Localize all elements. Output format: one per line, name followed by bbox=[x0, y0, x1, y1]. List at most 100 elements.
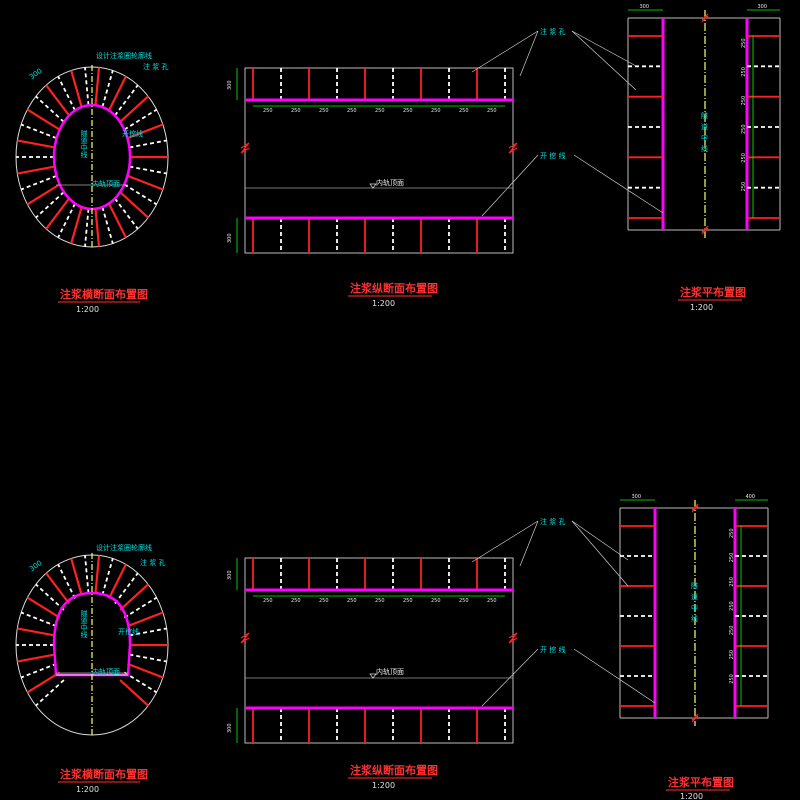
grout-hole bbox=[20, 123, 57, 140]
grout-hole bbox=[114, 572, 139, 605]
tunnel-center-label: 隧道中线 bbox=[80, 609, 88, 638]
bottom-dim: 300 bbox=[227, 723, 233, 733]
spacing-dim: 250 bbox=[487, 598, 497, 604]
cross-section-title: 注浆横断面布置图 bbox=[60, 767, 148, 781]
longitudinal-scale: 1:200 bbox=[372, 299, 395, 308]
spacing-dim: 250 bbox=[403, 108, 413, 114]
spacing-dim: 250 bbox=[347, 108, 357, 114]
rail-top-label: 内轨顶面 bbox=[92, 667, 120, 676]
grout-hole bbox=[119, 191, 149, 219]
grout-hole bbox=[119, 583, 149, 611]
excavation-line-label: 开挖线 bbox=[122, 129, 143, 138]
spacing-dim: 250 bbox=[291, 108, 301, 114]
rail-top-label: 内轨顶面 bbox=[376, 667, 404, 676]
break-symbol bbox=[240, 632, 250, 644]
grout-hole bbox=[17, 653, 55, 663]
spacing-dim: 250 bbox=[431, 598, 441, 604]
plan-scale: 1:200 bbox=[680, 792, 703, 800]
excavation-line-label: 开挖线 bbox=[118, 627, 139, 636]
excavation-line-label: 开 挖 线 bbox=[540, 645, 565, 654]
rail-top-label: 内轨顶面 bbox=[376, 178, 404, 187]
grout-hole bbox=[101, 70, 114, 108]
spacing-dim: 250 bbox=[729, 650, 735, 660]
spacing-dim: 250 bbox=[375, 108, 385, 114]
leader-line bbox=[519, 30, 539, 77]
leader-line bbox=[471, 520, 539, 563]
grout-hole bbox=[123, 183, 158, 206]
spacing-dim: 250 bbox=[291, 598, 301, 604]
break-symbol bbox=[508, 632, 518, 644]
bottom-dim: 300 bbox=[227, 233, 233, 243]
grout-hole bbox=[107, 75, 127, 111]
tunnel-center-label: 隧道中线 bbox=[80, 129, 88, 158]
design-line-label: 设计注浆圈轮廓线 bbox=[96, 543, 152, 552]
grout-hole bbox=[26, 596, 61, 619]
spacing-dim: 250 bbox=[729, 674, 735, 684]
tunnel-center-label: 中 bbox=[691, 603, 698, 612]
grout-hole bbox=[84, 67, 90, 106]
cross-section-view bbox=[15, 553, 169, 737]
spacing-dim: 250 bbox=[729, 601, 735, 611]
grout-hole bbox=[20, 611, 57, 628]
spacing-dim: 250 bbox=[729, 553, 735, 563]
excavation-outline bbox=[52, 591, 132, 677]
tunnel-center-label: 线 bbox=[701, 144, 708, 153]
plan-scale: 1:200 bbox=[690, 303, 713, 312]
tunnel-center-label: 中 bbox=[701, 133, 708, 142]
break-symbol bbox=[701, 13, 709, 23]
grout-hole-label: 注 浆 孔 bbox=[143, 62, 168, 71]
cross-section-scale: 1:200 bbox=[76, 305, 99, 314]
leader-line bbox=[571, 30, 637, 91]
design-line-label: 设计注浆圈轮廓线 bbox=[96, 51, 152, 60]
spacing-dim: 250 bbox=[741, 182, 747, 192]
break-symbol bbox=[691, 503, 699, 513]
cross-section-view bbox=[15, 65, 169, 249]
section-frame bbox=[244, 557, 514, 744]
grout-hole bbox=[20, 174, 57, 191]
grout-hole bbox=[57, 203, 76, 238]
grout-hole bbox=[70, 558, 83, 596]
grout-hole bbox=[35, 191, 65, 219]
break-symbol bbox=[701, 225, 709, 235]
grout-hole bbox=[101, 558, 114, 596]
top-dim: 300 bbox=[227, 80, 233, 90]
tunnel-center-label: 隧 bbox=[691, 581, 698, 590]
grout-hole bbox=[119, 679, 149, 707]
spacing-dim: 250 bbox=[729, 528, 735, 538]
spacing-dim: 250 bbox=[741, 96, 747, 106]
leader-line bbox=[571, 520, 629, 587]
grout-hole bbox=[20, 662, 57, 679]
grout-hole bbox=[26, 671, 61, 694]
grout-hole bbox=[35, 95, 65, 123]
grout-hole bbox=[114, 84, 139, 117]
plan-title: 注浆平布置图 bbox=[680, 285, 746, 299]
rail-top-label: 内轨顶面 bbox=[92, 179, 120, 188]
grout-hole-label: 注 浆 孔 bbox=[540, 27, 565, 36]
spacing-dim: 250 bbox=[729, 577, 735, 587]
break-symbol bbox=[508, 142, 518, 154]
drawing-set-2: 300 设计注浆圈轮廓线 注 浆 孔 开挖线 隧道中线 内轨顶面 注浆横断面布置… bbox=[15, 494, 769, 800]
leader-line bbox=[573, 648, 656, 704]
grout-hole bbox=[127, 662, 164, 679]
spacing-dim: 250 bbox=[459, 598, 469, 604]
leader-line bbox=[519, 520, 539, 567]
grout-hole bbox=[123, 596, 158, 619]
spacing-dim: 250 bbox=[431, 108, 441, 114]
grout-hole bbox=[70, 206, 83, 244]
spacing-dim: 250 bbox=[263, 598, 273, 604]
spacing-dim: 250 bbox=[741, 124, 747, 134]
rail-marker bbox=[369, 183, 377, 189]
spacing-dim: 250 bbox=[459, 108, 469, 114]
cross-section-scale: 1:200 bbox=[76, 785, 99, 794]
grout-hole bbox=[94, 67, 101, 106]
spacing-dim: 250 bbox=[319, 598, 329, 604]
spacing-dim: 250 bbox=[403, 598, 413, 604]
grout-hole bbox=[127, 123, 164, 140]
cross-section-title: 注浆横断面布置图 bbox=[60, 287, 148, 301]
grout-hole bbox=[45, 572, 70, 605]
grout-hole bbox=[57, 76, 76, 111]
